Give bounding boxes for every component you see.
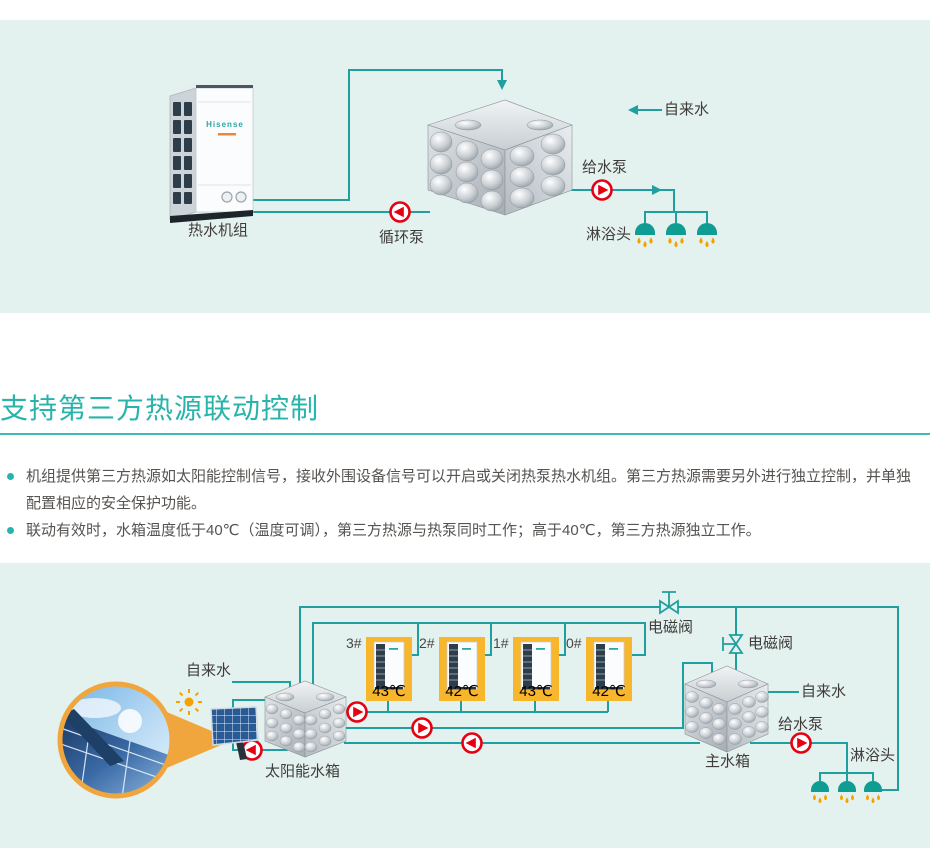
label-feed-pump: 给水泵 — [778, 716, 824, 733]
label-circulation-pump: 循环泵 — [379, 229, 425, 246]
solenoid-valve-2-icon — [722, 634, 744, 654]
solar-photo — [57, 681, 175, 799]
bullet-text: 机组提供第三方热源如太阳能控制信号，接收外围设备信号可以开启或关闭热泵热水机组。… — [26, 468, 912, 512]
unit-temp-3: 43℃ — [372, 683, 406, 700]
feed-pump-icon — [591, 179, 613, 201]
heat-pump-system-diagram: Hisense 热水机组 循环泵 自来水 给水泵 淋浴头 — [0, 20, 930, 313]
sun-icon — [176, 689, 202, 715]
unit-number-2: 2# — [419, 635, 435, 651]
heat-pump-unit-illustration — [169, 83, 254, 223]
return-pump-icon — [461, 732, 483, 754]
label-tap-water-left: 自来水 — [186, 662, 232, 679]
shower-head-icon — [864, 781, 882, 804]
callout-wedge — [162, 710, 233, 770]
bullet-dot — [7, 527, 14, 534]
hisense-logo: Hisense — [206, 120, 244, 129]
shower-head-icon — [838, 781, 856, 804]
label-feed-pump: 给水泵 — [582, 159, 628, 176]
shower-head-icon — [635, 223, 655, 248]
label-solenoid-valve-2: 电磁阀 — [748, 635, 794, 652]
unit-temp-2: 42℃ — [445, 683, 479, 700]
shower-head-icon — [811, 781, 829, 804]
circulation-pump-icon — [389, 201, 411, 223]
feature-bullets: 机组提供第三方热源如太阳能控制信号，接收外围设备信号可以开启或关闭热泵热水机组。… — [0, 463, 922, 544]
bullet-item: 机组提供第三方热源如太阳能控制信号，接收外围设备信号可以开启或关闭热泵热水机组。… — [0, 463, 922, 517]
label-solenoid-valve-1: 电磁阀 — [648, 619, 694, 636]
diagram1-graphics — [169, 69, 717, 248]
sub-brand-mark — [218, 133, 236, 136]
feed-pump-icon — [790, 732, 812, 754]
solar-panel-icon — [210, 706, 259, 760]
unit-number-0: 0# — [566, 635, 582, 651]
solar-linkage-diagram: 自来水 太阳能水箱 电磁阀 电磁阀 主水箱 自来水 给水泵 淋浴头 3# 2# … — [0, 563, 930, 848]
diagram2-graphics — [57, 591, 899, 804]
bullet-text: 联动有效时，水箱温度低于40℃（温度可调），第三方热源与热泵同时工作；高于40℃… — [26, 522, 761, 539]
water-tank-illustration — [427, 99, 573, 216]
title-underline — [0, 433, 930, 435]
section-heading: 支持第三方热源联动控制 — [0, 385, 930, 435]
unit-number-1: 1# — [493, 635, 509, 651]
flow-arrows — [497, 80, 662, 195]
label-shower-head: 淋浴头 — [850, 747, 896, 764]
solar-tank-illustration — [264, 680, 347, 758]
unit-number-3: 3# — [346, 635, 362, 651]
unit-temp-0: 42℃ — [592, 683, 626, 700]
shower-head-icon — [666, 223, 686, 248]
bullet-dot — [7, 473, 14, 480]
label-tap-water-right: 自来水 — [801, 683, 847, 700]
main-tank-illustration — [684, 665, 769, 753]
shower-head-icon — [697, 223, 717, 248]
label-heat-pump-unit: 热水机组 — [187, 222, 248, 239]
label-tap-water: 自来水 — [664, 101, 710, 118]
unit-temp-1: 43℃ — [519, 683, 553, 700]
label-solar-tank: 太阳能水箱 — [265, 763, 341, 780]
pipe-network — [232, 606, 899, 791]
solenoid-valve-1-icon — [659, 591, 679, 615]
section-title: 支持第三方热源联动控制 — [0, 393, 320, 424]
bullet-item: 联动有效时，水箱温度低于40℃（温度可调），第三方热源与热泵同时工作；高于40℃… — [0, 517, 922, 544]
supply-pump-1-icon — [346, 701, 368, 723]
label-shower-head: 淋浴头 — [586, 226, 632, 243]
supply-pump-2-icon — [411, 717, 433, 739]
label-main-tank: 主水箱 — [705, 753, 751, 770]
